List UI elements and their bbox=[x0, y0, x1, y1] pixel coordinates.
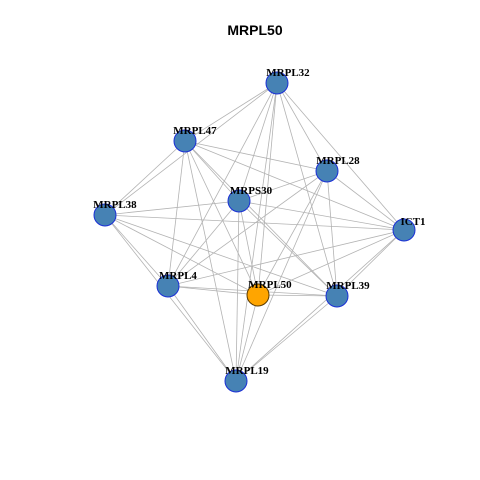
edge-mrpl47-mrpl28 bbox=[184, 140, 328, 172]
edge-mrpl32-ict1 bbox=[276, 82, 405, 231]
edge-mrpl32-mrpl4 bbox=[167, 82, 278, 287]
edge-mrpl38-ict1 bbox=[104, 214, 405, 231]
edge-mrpl47-mrpl38 bbox=[104, 140, 186, 216]
edge-mrpl28-mrpl50 bbox=[257, 170, 328, 296]
edge-ict1-mrpl39 bbox=[336, 229, 405, 297]
edge-layer bbox=[104, 82, 405, 382]
edge-mrpl32-mrpl28 bbox=[276, 82, 328, 172]
label-layer: MRPL32MRPL47MRPL28MRPS30MRPL38ICT1MRPL4M… bbox=[93, 67, 425, 377]
node-ict1[interactable] bbox=[392, 218, 416, 242]
edge-mrpl47-ict1 bbox=[184, 140, 405, 231]
edge-mrpl47-mrpl4 bbox=[167, 140, 186, 287]
edge-mrps30-mrpl19 bbox=[235, 200, 240, 382]
edge-mrpl47-mrps30 bbox=[184, 140, 240, 202]
edge-ict1-mrpl4 bbox=[167, 229, 405, 287]
edge-mrpl39-mrpl19 bbox=[235, 295, 338, 382]
edge-mrpl50-mrpl19 bbox=[235, 294, 259, 382]
node-label-mrps30: MRPS30 bbox=[230, 185, 273, 197]
edge-ict1-mrpl50 bbox=[257, 229, 405, 296]
edge-mrpl28-mrpl4 bbox=[167, 170, 328, 287]
edge-mrpl38-mrpl4 bbox=[104, 214, 169, 287]
edge-mrpl28-mrpl19 bbox=[235, 170, 328, 382]
edge-mrpl32-mrpl39 bbox=[276, 82, 338, 297]
edge-mrpl32-mrpl50 bbox=[257, 82, 278, 296]
edge-mrpl47-mrpl50 bbox=[184, 140, 259, 296]
edge-mrpl28-mrps30 bbox=[238, 170, 328, 202]
edge-mrpl38-mrpl39 bbox=[104, 214, 338, 297]
node-mrpl38[interactable] bbox=[93, 203, 117, 227]
edge-mrps30-mrpl39 bbox=[238, 200, 338, 297]
edge-mrpl4-mrpl19 bbox=[167, 285, 237, 382]
node-mrpl50[interactable] bbox=[246, 283, 270, 307]
node-label-mrpl19: MRPL19 bbox=[225, 365, 269, 377]
node-label-mrpl28: MRPL28 bbox=[316, 155, 360, 167]
node-mrpl32[interactable] bbox=[265, 71, 289, 95]
node-label-mrpl47: MRPL47 bbox=[173, 125, 217, 137]
edge-mrps30-mrpl4 bbox=[167, 200, 240, 287]
edge-mrps30-ict1 bbox=[238, 200, 405, 231]
node-mrpl28[interactable] bbox=[315, 159, 339, 183]
edge-mrpl32-mrpl19 bbox=[235, 82, 278, 382]
node-mrpl47[interactable] bbox=[173, 129, 197, 153]
node-label-mrpl39: MRPL39 bbox=[326, 280, 370, 292]
edge-ict1-mrpl19 bbox=[235, 229, 405, 382]
node-label-mrpl38: MRPL38 bbox=[93, 199, 137, 211]
edge-mrpl32-mrps30 bbox=[238, 82, 278, 202]
edge-mrps30-mrpl50 bbox=[238, 200, 259, 296]
edge-mrps30-mrpl38 bbox=[104, 200, 240, 216]
edge-mrpl32-mrpl47 bbox=[184, 82, 278, 142]
edge-mrpl50-mrpl39 bbox=[257, 294, 338, 297]
node-mrpl39[interactable] bbox=[325, 284, 349, 308]
edge-mrpl4-mrpl50 bbox=[167, 285, 259, 296]
node-mrpl19[interactable] bbox=[224, 369, 248, 393]
edge-mrpl28-ict1 bbox=[326, 170, 405, 231]
edge-mrpl38-mrpl19 bbox=[104, 214, 237, 382]
node-layer bbox=[93, 71, 416, 393]
node-mrps30[interactable] bbox=[227, 189, 251, 213]
node-label-mrpl4: MRPL4 bbox=[159, 270, 197, 282]
edge-mrpl38-mrpl50 bbox=[104, 214, 259, 296]
node-label-mrpl32: MRPL32 bbox=[266, 67, 310, 79]
node-label-mrpl50: MRPL50 bbox=[248, 279, 292, 291]
node-mrpl4[interactable] bbox=[156, 274, 180, 298]
edge-mrpl28-mrpl39 bbox=[326, 170, 338, 297]
node-label-ict1: ICT1 bbox=[400, 216, 425, 228]
edge-mrpl47-mrpl19 bbox=[184, 140, 237, 382]
graph-title: MRPL50 bbox=[227, 22, 282, 38]
